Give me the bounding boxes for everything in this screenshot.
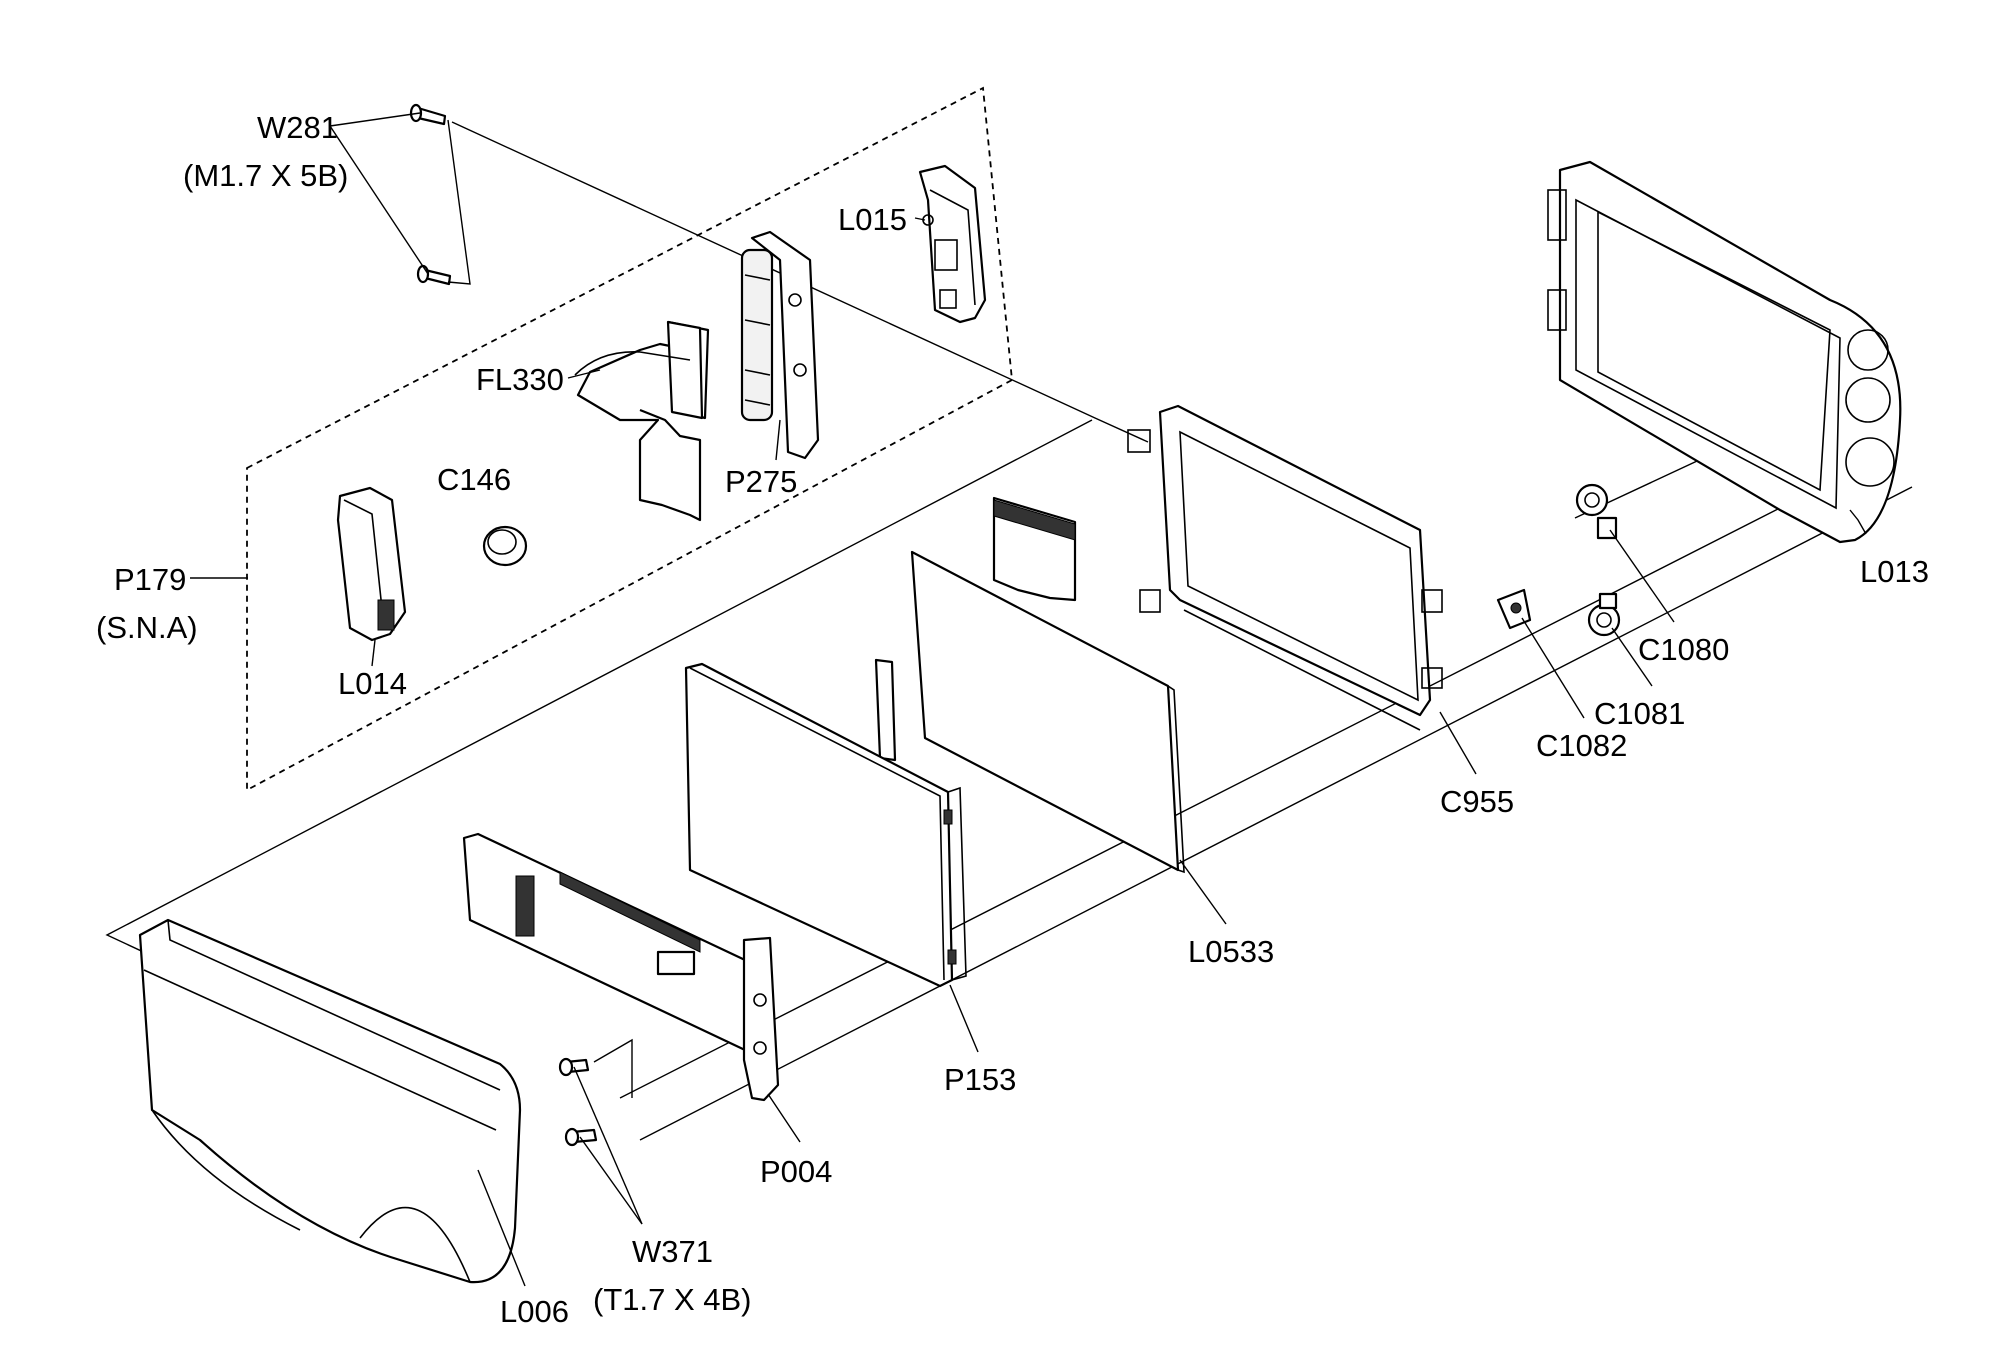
label-w281: W281 (257, 110, 338, 145)
leader-lines (190, 112, 1867, 1287)
part-p275-hinge (740, 230, 820, 460)
label-c955: C955 (1440, 784, 1514, 819)
part-p153-backlight (684, 658, 967, 988)
label-l014: L014 (338, 666, 407, 701)
part-w281-screws (409, 103, 471, 286)
label-p153: P153 (944, 1062, 1016, 1097)
part-fl330-flex-cable (574, 320, 710, 522)
label-p179: P179 (114, 562, 186, 597)
part-l006-rear-cover (138, 918, 522, 1284)
label-p275: P275 (725, 464, 797, 499)
part-l013-front-bezel (1547, 160, 1902, 544)
label-p004: P004 (760, 1154, 832, 1189)
label-w371-spec: (T1.7 X 4B) (593, 1282, 752, 1317)
part-c146 (482, 525, 528, 567)
label-l006: L006 (500, 1294, 569, 1329)
label-w281-spec: (M1.7 X 5B) (183, 158, 348, 193)
part-c955-lcd-frame (1127, 404, 1443, 731)
sub-assembly-boundary (246, 86, 1013, 792)
part-l014-side-cover (336, 486, 407, 642)
label-l0533: L0533 (1188, 934, 1274, 969)
label-w371: W371 (632, 1234, 713, 1269)
part-l0533-lcd-panel (910, 496, 1185, 874)
part-labels: W281 (M1.7 X 5B) L015 FL330 C146 P275 P1… (96, 110, 1929, 1329)
label-c1080: C1080 (1638, 632, 1729, 667)
label-c1082: C1082 (1536, 728, 1627, 763)
part-w371-screws (558, 1038, 633, 1147)
label-p179-note: (S.N.A) (96, 610, 198, 645)
label-c1081: C1081 (1594, 696, 1685, 731)
label-l013: L013 (1860, 554, 1929, 589)
label-fl330: FL330 (476, 362, 564, 397)
part-c1081 (1587, 592, 1621, 637)
part-p004-circuit-board (462, 832, 780, 1102)
label-c146: C146 (437, 462, 511, 497)
label-l015: L015 (838, 202, 907, 237)
part-l015-hinge-cover (918, 164, 987, 324)
